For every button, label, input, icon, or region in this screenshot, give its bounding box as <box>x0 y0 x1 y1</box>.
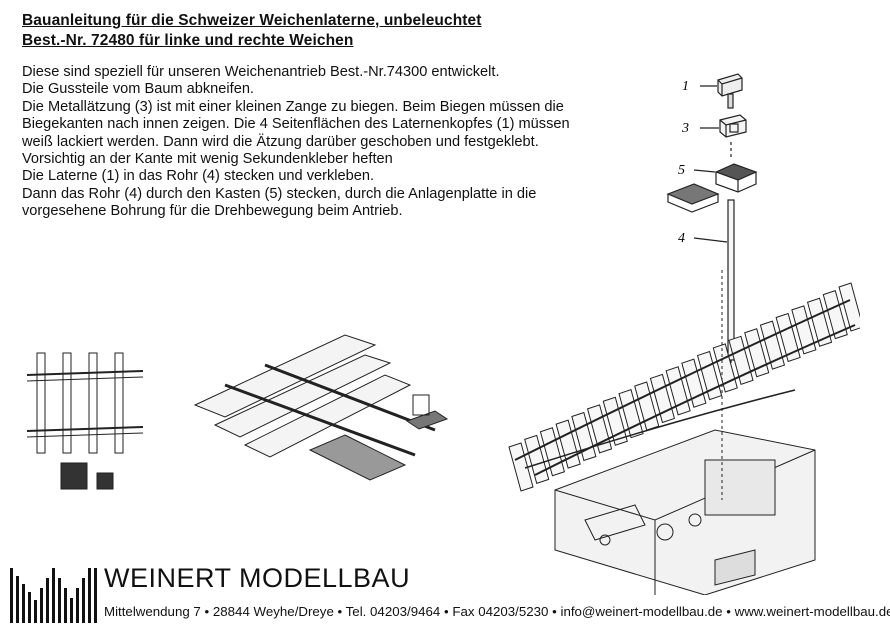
instruction-line: Biegekanten nach innen zeigen. Die 4 Sei… <box>22 116 570 133</box>
sleeper <box>775 312 801 363</box>
instruction-text: Diese sind speziell für unseren Weichena… <box>22 64 582 221</box>
sleeper <box>759 320 786 370</box>
instruction-line: Dann das Rohr (4) durch den Kasten (5) s… <box>22 185 537 202</box>
instruction-line: Die Gussteile vom Baum abkneifen. <box>22 81 254 98</box>
company-address: Mittelwendung 7 • 28844 Weyhe/Dreye • Te… <box>104 604 890 619</box>
part-label-4: 4 <box>678 231 685 246</box>
order-number-title: Best.-Nr. 72480 für linke und rechte Wei… <box>22 32 354 49</box>
sleeper <box>822 289 848 340</box>
exploded-parts-drawing: 1 3 5 4 <box>666 73 758 380</box>
part-label-3: 3 <box>681 121 689 136</box>
drive-housing <box>554 429 816 595</box>
grate-part <box>666 183 720 213</box>
sleeper <box>838 282 860 332</box>
instruction-title: Bauanleitung für die Schweizer Weichenla… <box>22 12 482 29</box>
instruction-line: Die Metallätzung (3) ist mit einer klein… <box>22 98 564 115</box>
instruction-line: weiß lackiert werden. Dann wird die Ätzu… <box>22 133 539 150</box>
part-label-1: 1 <box>682 79 689 94</box>
instruction-line: Die Laterne (1) in das Rohr (4) stecken … <box>22 168 375 185</box>
weinert-logo <box>10 568 97 623</box>
box-part <box>714 163 758 193</box>
company-name: WEINERT MODELLBAU <box>104 563 411 593</box>
sleeper <box>508 442 534 492</box>
sleeper <box>744 328 770 378</box>
etching-part <box>719 114 747 138</box>
sleeper <box>806 297 833 347</box>
track-plan-drawing <box>26 352 144 490</box>
part-label-5: 5 <box>678 163 685 178</box>
instruction-line: Vorsichtig an der Kante mit wenig Sekund… <box>22 151 393 168</box>
isometric-track-drawing <box>193 334 449 481</box>
sleeper <box>791 305 817 355</box>
instruction-line: vorgesehene Bohrung für die Drehbewegung… <box>22 203 403 220</box>
lantern-head-part <box>717 73 743 109</box>
instruction-line: Diese sind speziell für unseren Weichena… <box>22 64 500 80</box>
tube-part <box>727 199 735 380</box>
turnout-drive-drawing <box>508 270 860 595</box>
